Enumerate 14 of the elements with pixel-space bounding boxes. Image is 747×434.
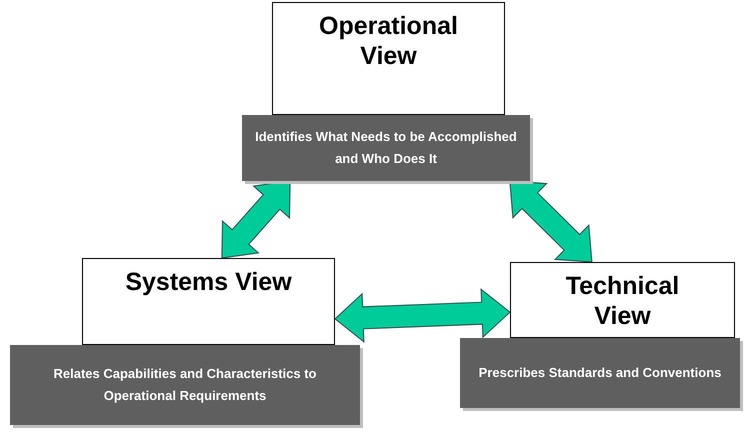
view-title: Operational View (318, 11, 459, 71)
view-title: Technical View (564, 271, 680, 331)
view-description: Identifies What Needs to be Accomplished and Who Does It (254, 128, 518, 168)
view-description: Relates Capabilities and Characteristics to Operational Requirements (52, 365, 318, 405)
description-box (242, 115, 530, 181)
view-title-box (82, 258, 335, 345)
view-title: Systems View (125, 267, 292, 297)
view-description: Prescribes Standards and Conventions (478, 364, 722, 382)
view-title-box (272, 2, 505, 115)
view-title-box (510, 262, 735, 338)
description-box (10, 345, 360, 425)
description-box (460, 338, 740, 408)
double-arrow (334, 288, 511, 343)
double-arrow (509, 180, 592, 263)
